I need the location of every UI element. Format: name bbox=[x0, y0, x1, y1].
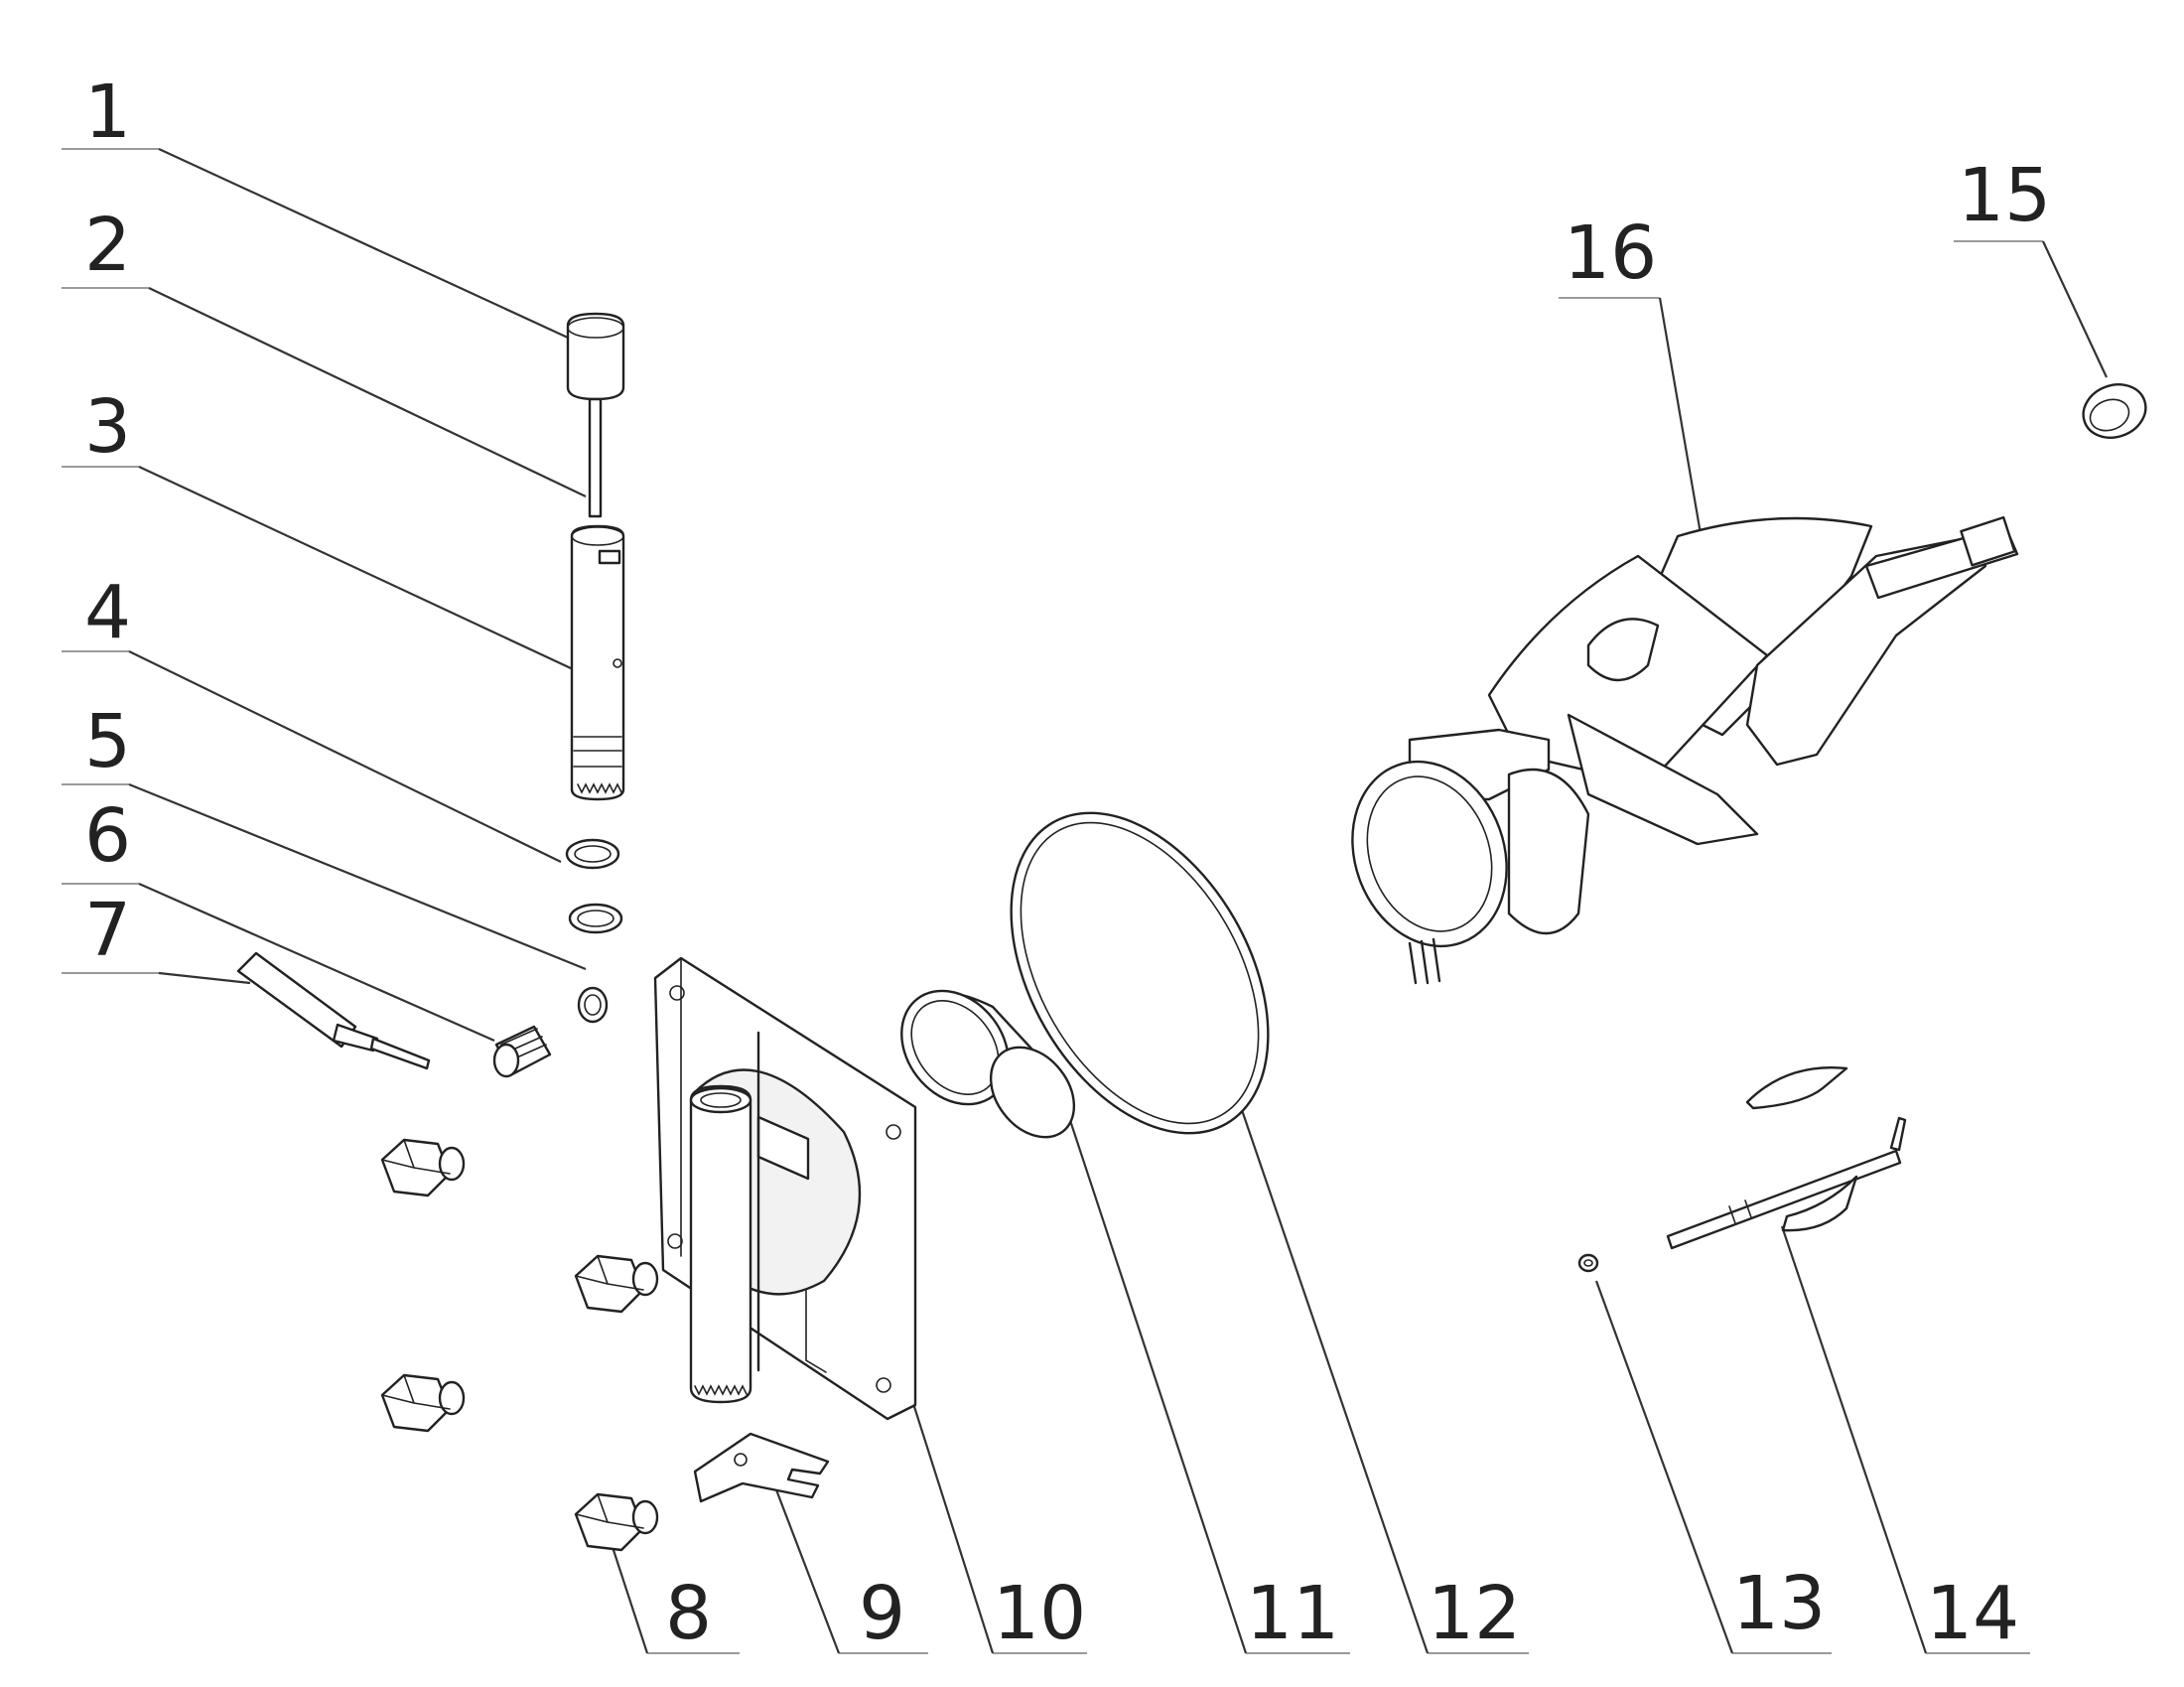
callout-label-2: 2 bbox=[84, 203, 131, 288]
part-12-gasket bbox=[1010, 811, 1270, 1135]
callout-label-15: 15 bbox=[1958, 153, 2051, 238]
part-3-cylinder bbox=[570, 524, 625, 801]
callout-14: 14 bbox=[1780, 1225, 2030, 1656]
callout-leader-5 bbox=[128, 782, 587, 971]
part-15-bushing bbox=[2082, 383, 2147, 439]
part-6-knurled-nut bbox=[492, 1025, 552, 1078]
part-10-housing bbox=[653, 956, 917, 1421]
callout-label-6: 6 bbox=[84, 793, 131, 879]
part-4-o-rings bbox=[565, 838, 623, 934]
callout-7: 7 bbox=[62, 888, 251, 985]
callout-8: 8 bbox=[610, 1543, 740, 1656]
callout-16: 16 bbox=[1559, 211, 1706, 552]
part-1-knob bbox=[566, 312, 625, 401]
callout-5: 5 bbox=[62, 699, 587, 971]
part-11-sleeve bbox=[900, 989, 1076, 1139]
callout-label-7: 7 bbox=[84, 888, 131, 973]
part-5-ring bbox=[577, 986, 609, 1024]
callout-label-5: 5 bbox=[84, 699, 131, 784]
callout-12: 12 bbox=[1239, 1106, 1529, 1656]
part-16-main-housing bbox=[1351, 515, 2019, 985]
callout-leader-12 bbox=[1239, 1106, 1430, 1654]
callout-label-14: 14 bbox=[1926, 1571, 2019, 1656]
callout-leader-9 bbox=[770, 1478, 841, 1654]
callout-label-10: 10 bbox=[993, 1571, 1086, 1656]
hex-plug-a bbox=[380, 1138, 466, 1197]
callout-2: 2 bbox=[62, 203, 587, 497]
callout-leader-3 bbox=[138, 466, 587, 676]
callout-leader-4 bbox=[128, 650, 562, 863]
callout-1: 1 bbox=[62, 70, 569, 339]
hex-plug-b bbox=[574, 1254, 659, 1314]
hex-plug-d bbox=[574, 1492, 659, 1552]
callout-label-13: 13 bbox=[1732, 1561, 1826, 1646]
part-7-probe bbox=[236, 951, 431, 1070]
callout-leader-13 bbox=[1594, 1280, 1734, 1654]
callout-label-8: 8 bbox=[665, 1571, 712, 1656]
callout-9: 9 bbox=[770, 1478, 928, 1656]
callout-leader-2 bbox=[148, 287, 587, 497]
callout-label-11: 11 bbox=[1246, 1571, 1339, 1656]
callout-leader-15 bbox=[2042, 240, 2108, 378]
callout-leader-8 bbox=[610, 1543, 649, 1654]
part-13-washer bbox=[1577, 1253, 1599, 1273]
callout-11: 11 bbox=[1058, 1089, 1350, 1656]
part-2-rod bbox=[588, 397, 603, 518]
callout-3: 3 bbox=[62, 384, 587, 676]
callout-leader-6 bbox=[138, 882, 495, 1043]
callout-6: 6 bbox=[62, 793, 495, 1043]
hex-plug-c bbox=[380, 1373, 466, 1433]
callout-label-16: 16 bbox=[1564, 211, 1657, 296]
part-8-hex-plugs bbox=[380, 1138, 659, 1552]
part-9-clip bbox=[693, 1432, 830, 1503]
callout-leader-16 bbox=[1658, 297, 1706, 552]
part-14-shaft bbox=[1666, 1066, 1907, 1250]
callout-4: 4 bbox=[62, 570, 562, 863]
callout-15: 15 bbox=[1954, 153, 2108, 378]
callout-leader-1 bbox=[158, 148, 569, 339]
callout-label-12: 12 bbox=[1428, 1571, 1521, 1656]
callout-13: 13 bbox=[1594, 1280, 1832, 1654]
callout-leader-11 bbox=[1058, 1089, 1248, 1654]
callout-label-4: 4 bbox=[84, 570, 131, 655]
callout-label-3: 3 bbox=[84, 384, 131, 470]
callout-label-9: 9 bbox=[859, 1571, 905, 1656]
callout-label-1: 1 bbox=[84, 70, 131, 155]
callout-leader-14 bbox=[1780, 1225, 1928, 1654]
callout-10: 10 bbox=[860, 1240, 1087, 1656]
callout-leader-7 bbox=[158, 971, 251, 985]
